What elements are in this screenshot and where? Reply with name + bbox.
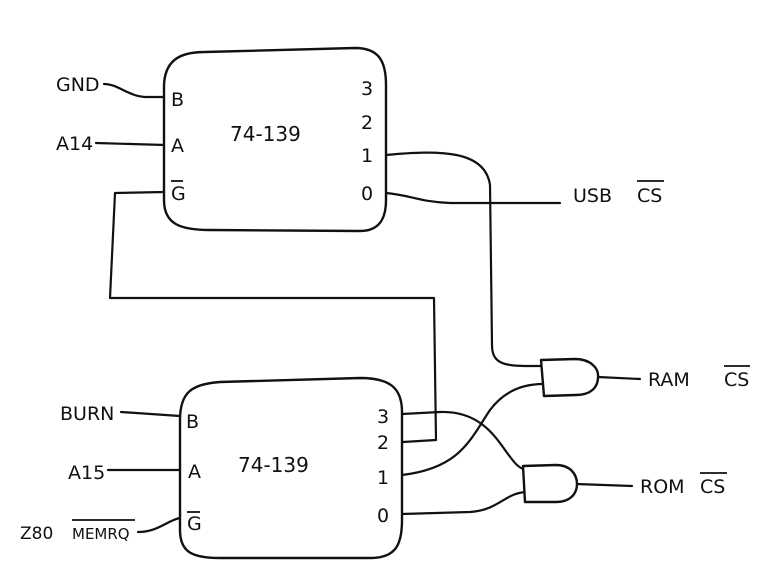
wire-top-out1-to-ram xyxy=(384,151,550,368)
decoder-top-pin-g: G xyxy=(171,183,186,205)
wire-bottom-out0-to-rom xyxy=(400,490,530,516)
decoder-bottom-out-2: 2 xyxy=(377,432,389,454)
decoder-top-pin-b: B xyxy=(171,89,184,111)
decoder-top-pin-a: A xyxy=(171,135,184,157)
decoder-bottom-part: 74-139 xyxy=(238,453,309,477)
decoder-top-body xyxy=(162,46,388,233)
and-gate-rom xyxy=(521,463,579,504)
label-ram-cs: CS xyxy=(724,369,749,391)
label-a14: A14 xyxy=(56,133,93,155)
wire-usb-cs xyxy=(384,191,562,205)
label-a15: A15 xyxy=(68,462,105,484)
wire-bottom-out1-to-ram xyxy=(400,382,545,477)
wire-rom-cs xyxy=(574,482,634,488)
decoder-top-out-3: 3 xyxy=(361,78,373,100)
label-usb-cs: CS xyxy=(637,185,662,207)
decoder-top-out-1: 1 xyxy=(361,145,373,167)
wire-enable-link xyxy=(108,190,438,444)
label-rom-cs: CS xyxy=(700,476,725,498)
decoder-bottom-out-1: 1 xyxy=(377,467,389,489)
wire-burn xyxy=(119,410,182,418)
decoder-bottom-body xyxy=(178,376,404,560)
label-ram: RAM xyxy=(648,369,690,391)
decoder-top-out-2: 2 xyxy=(361,112,373,134)
wire-bottom-out3-to-rom xyxy=(400,410,530,472)
wire-a14 xyxy=(94,141,167,147)
label-memrq: MEMRQ xyxy=(72,525,130,543)
label-gnd: GND xyxy=(56,74,100,96)
wires xyxy=(94,82,642,534)
decoder-top-out-0: 0 xyxy=(361,183,373,205)
label-z80: Z80 xyxy=(20,524,53,544)
decoder-bottom: 74-139 B A G 3 2 1 0 xyxy=(178,376,404,560)
decoder-bottom-pin-b: B xyxy=(186,411,199,433)
label-rom: ROM xyxy=(640,476,685,498)
label-burn: BURN xyxy=(60,403,114,425)
label-usb: USB xyxy=(573,185,612,207)
decoder-top-part: 74-139 xyxy=(230,122,301,146)
decoder-bottom-pin-g: G xyxy=(187,513,202,535)
decoder-bottom-out-3: 3 xyxy=(377,406,389,428)
wire-gnd xyxy=(102,82,167,99)
decoder-bottom-pin-a: A xyxy=(188,461,201,483)
decoder-top: 74-139 B A G 3 2 1 0 xyxy=(162,46,388,233)
signal-labels: GND A14 BURN A15 Z80 MEMRQ USB CS RAM CS… xyxy=(20,74,750,544)
wire-memrq xyxy=(136,516,182,534)
decoder-bottom-out-0: 0 xyxy=(377,505,389,527)
wire-ram-cs xyxy=(596,375,642,381)
and-gate-ram xyxy=(539,357,600,398)
